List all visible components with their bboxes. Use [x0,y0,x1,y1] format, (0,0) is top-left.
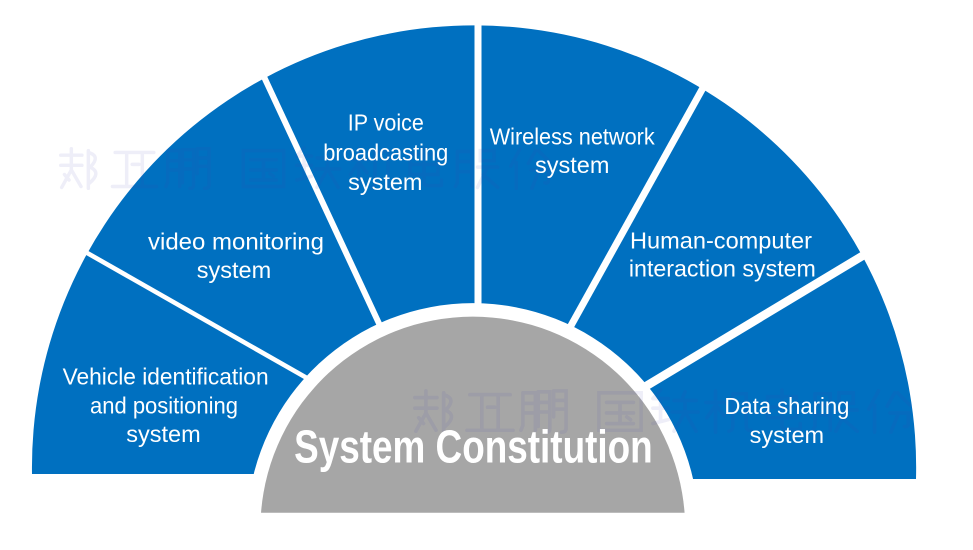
svg-text:broadcasting: broadcasting [323,139,448,165]
svg-text:Vehicle identification: Vehicle identification [63,363,269,389]
svg-text:Data sharing: Data sharing [724,393,849,419]
svg-text:system: system [197,257,271,283]
svg-text:IP voice: IP voice [348,110,424,136]
svg-text:system: system [348,169,422,195]
svg-text:video monitoring: video monitoring [148,229,324,255]
svg-text:interaction system: interaction system [629,256,816,282]
svg-text:system: system [750,422,824,448]
svg-text:Wireless network: Wireless network [490,124,655,150]
svg-text:and positioning: and positioning [90,392,238,418]
svg-text:System Constitution: System Constitution [294,420,653,472]
svg-text:Human-computer: Human-computer [630,228,812,254]
svg-text:system: system [535,152,609,178]
svg-text:system: system [126,421,200,447]
